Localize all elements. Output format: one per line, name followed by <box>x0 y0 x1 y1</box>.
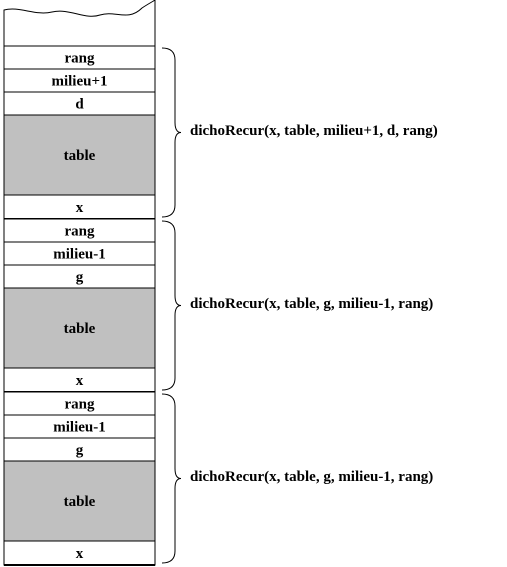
frame-1-call-label: dichoRecur(x, table, milieu+1, d, rang) <box>190 123 438 139</box>
frame-2-cell-2-label: milieu-1 <box>53 247 106 263</box>
frame-2-cell-5 <box>3 367 156 393</box>
frame-3-call-label: dichoRecur(x, table, g, milieu-1, rang) <box>190 469 433 485</box>
torn-top-edge <box>3 0 156 47</box>
frame-3-cell-3-label: g <box>76 443 84 459</box>
frame-3-cell-4-label: table <box>64 494 96 510</box>
frame-1-brace <box>161 47 182 218</box>
stack-frame-2: rang milieu-1 g table x dichoRecur(x, table, … <box>3 218 433 393</box>
frame-2-cell-4-label: table <box>64 321 96 337</box>
stack-frame-3: rang milieu-1 g table x dichoRecur(x, table, … <box>3 391 433 566</box>
stack-frame-1: rang milieu+1 d table x dichoRecur(x, table, … <box>3 45 438 220</box>
frame-1-cell-3-label: d <box>75 97 84 113</box>
frame-3-cell-2-label: milieu-1 <box>53 420 106 436</box>
frame-2-cell-4 <box>3 287 156 369</box>
frame-2-cell-3-label: g <box>76 270 84 286</box>
frame-3-brace <box>161 393 182 564</box>
frame-1-cell-4-label: table <box>64 148 96 164</box>
frame-3-cell-5 <box>3 540 156 566</box>
frame-3-cell-5-label: x <box>76 546 84 562</box>
frame-2-brace <box>161 220 182 391</box>
frame-3-cell-1-label: rang <box>65 397 96 413</box>
frame-2-call-label: dichoRecur(x, table, g, milieu-1, rang) <box>190 296 433 312</box>
frame-2-cell-5-label: x <box>76 373 84 389</box>
frame-1-cell-2-label: milieu+1 <box>51 74 107 90</box>
frame-2-cell-1-label: rang <box>65 224 96 240</box>
frame-1-cell-4 <box>3 114 156 196</box>
frame-1-cell-1-label: rang <box>65 51 96 67</box>
frame-1-cell-5-label: x <box>76 200 84 216</box>
